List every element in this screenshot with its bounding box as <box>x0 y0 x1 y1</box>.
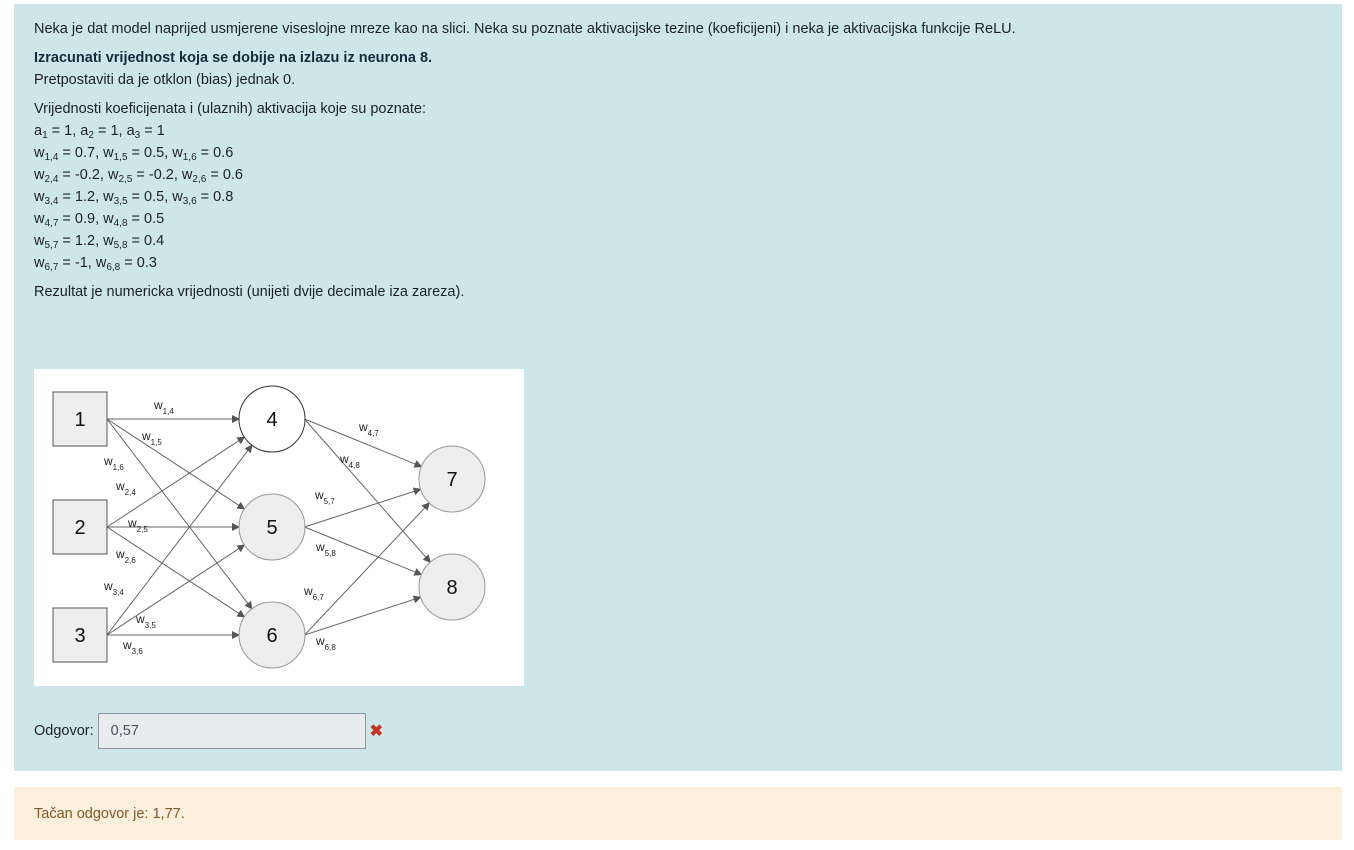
correct-answer-text: Tačan odgovor je: 1,77. <box>34 805 185 822</box>
edge-label-w26: w2,6 <box>115 547 136 565</box>
edge-5-8 <box>304 526 423 576</box>
edge-labels: w1,4 w1,5 w1,6 w2,4 w2,5 w2,6 w3,4 w3,5 w3,6 w4,7… <box>103 398 379 656</box>
network-diagram-svg: 1 2 3 4 5 6 7 8 w1,4 w1,5 w1,6 w2,4 w2,5 w2,6 w3,4 w3,… <box>52 385 486 669</box>
edge-5-7 <box>304 487 422 528</box>
weight-line: w3,4 = 1.2, w3,5 = 0.5, w3,6 = 0.8 <box>34 189 234 207</box>
known-values-heading: Vrijednosti koeficijenata i (ulaznih) ak… <box>34 101 426 117</box>
neuron-node-5 <box>238 493 306 561</box>
network-nodes: 1 2 3 4 5 6 7 8 <box>52 385 486 669</box>
edge-1-6 <box>106 418 253 610</box>
question-task: Izracunati vrijednost koja se dobije na … <box>34 50 433 66</box>
answer-input[interactable] <box>97 713 366 749</box>
edge-label-w15: w1,5 <box>141 429 162 447</box>
node-label-6: 6 <box>266 625 277 647</box>
weight-lines: w1,4 = 0.7, w1,5 = 0.5, w1,6 = 0.6 w2,4 =… <box>34 142 1322 274</box>
input-node-3 <box>52 607 108 663</box>
node-label-1: 1 <box>74 409 85 431</box>
answer-row: Odgovor: ✖ <box>34 713 383 749</box>
weight-line: w1,4 = 0.7, w1,5 = 0.5, w1,6 = 0.6 <box>34 145 234 163</box>
edge-6-8 <box>304 595 422 636</box>
edge-label-w25: w2,5 <box>127 516 148 534</box>
weight-line: w4,7 = 0.9, w4,8 = 0.5 <box>34 211 165 229</box>
weight-line: w2,4 = -0.2, w2,5 = -0.2, w2,6 = 0.6 <box>34 167 243 185</box>
question-text: Neka je dat model naprijed usmjerene vis… <box>34 18 1322 303</box>
result-note: Rezultat je numericka vrijednosti (unije… <box>34 284 465 300</box>
edge-2-4 <box>106 436 246 528</box>
edge-label-w58: w5,8 <box>315 540 336 558</box>
activations-line: a1 = 1, a2 = 1, a3 = 1 <box>34 123 165 141</box>
edge-1-5 <box>106 418 246 510</box>
neuron-node-8 <box>418 553 486 621</box>
question-text-panel: Neka je dat model naprijed usmjerene vis… <box>14 4 1342 771</box>
input-node-2 <box>52 499 108 555</box>
correct-answer-feedback: Tačan odgovor je: 1,77. <box>14 787 1342 840</box>
neuron-node-7 <box>418 445 486 513</box>
edge-4-8 <box>304 418 431 563</box>
edge-label-w48: w4,8 <box>339 452 360 470</box>
neuron-node-4 <box>238 385 306 453</box>
node-label-3: 3 <box>74 625 85 647</box>
edge-6-7 <box>304 502 431 636</box>
network-diagram: 1 2 3 4 5 6 7 8 w1,4 w1,5 w1,6 w2,4 w2,5 w2,6 w3,4 w3,… <box>34 369 524 686</box>
bias-note: Pretpostaviti da je otklon (bias) jednak… <box>34 72 296 88</box>
input-node-1 <box>52 391 108 447</box>
weight-line: w5,7 = 1.2, w5,8 = 0.4 <box>34 233 165 251</box>
edge-label-w35: w3,5 <box>135 612 156 630</box>
edge-4-7 <box>304 418 423 468</box>
edge-label-w14: w1,4 <box>153 398 174 416</box>
edge-label-w16: w1,6 <box>103 454 124 472</box>
answer-label: Odgovor: <box>34 723 94 739</box>
node-label-4: 4 <box>266 409 277 431</box>
neuron-node-6 <box>238 601 306 669</box>
wrong-cross-icon: ✖ <box>369 723 384 740</box>
weight-line: w6,7 = -1, w6,8 = 0.3 <box>34 255 157 273</box>
edge-3-5 <box>106 544 246 636</box>
edge-label-w67: w6,7 <box>303 584 324 602</box>
node-label-5: 5 <box>266 517 277 539</box>
node-label-8: 8 <box>446 577 457 599</box>
node-label-7: 7 <box>446 469 457 491</box>
edge-label-w24: w2,4 <box>115 479 136 497</box>
edge-3-4 <box>106 444 253 636</box>
edge-label-w47: w4,7 <box>358 420 379 438</box>
edge-label-w34: w3,4 <box>103 579 124 597</box>
edge-label-w57: w5,7 <box>314 488 335 506</box>
edge-label-w36: w3,6 <box>122 638 143 656</box>
edge-label-w68: w6,8 <box>315 634 336 652</box>
edge-2-6 <box>106 526 246 618</box>
network-edges <box>106 415 431 639</box>
question-intro: Neka je dat model naprijed usmjerene vis… <box>34 21 1016 37</box>
node-label-2: 2 <box>74 517 85 539</box>
